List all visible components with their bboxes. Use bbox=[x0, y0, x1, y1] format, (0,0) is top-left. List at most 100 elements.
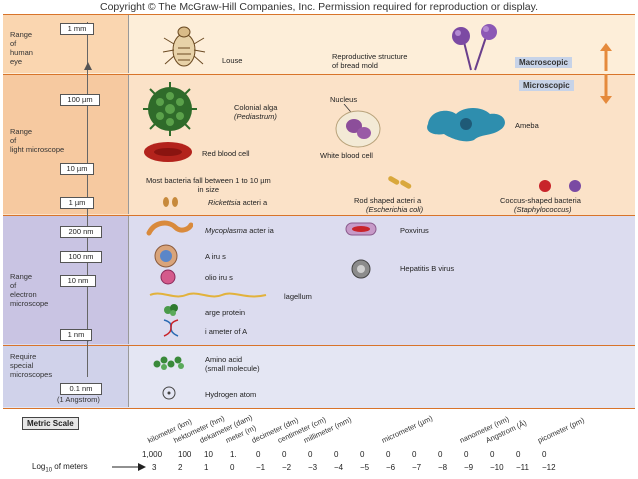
scale-box-200nm: 200 nm bbox=[60, 226, 102, 238]
rickettsia-illustration bbox=[163, 197, 178, 207]
scale-box-10nm: 10 nm bbox=[60, 275, 96, 287]
metric-value: 0 bbox=[464, 450, 469, 459]
white-blood-cell-label: White blood cell bbox=[320, 151, 373, 160]
metric-log-value: −9 bbox=[464, 463, 474, 472]
scale-box-10um: 10 µm bbox=[60, 163, 94, 175]
aids-virus-label: A iru s bbox=[205, 252, 226, 261]
metric-value: 0 bbox=[360, 450, 365, 459]
metric-scale-title: Metric Scale bbox=[22, 417, 79, 430]
metric-log-value: −8 bbox=[438, 463, 448, 472]
polio-virus-label: olio iru s bbox=[205, 273, 233, 282]
log-arrow bbox=[112, 463, 146, 471]
hydrogen-atom-label: Hydrogen atom bbox=[205, 390, 257, 399]
left-col-special bbox=[3, 346, 129, 407]
poxvirus-label: Poxvirus bbox=[400, 226, 429, 235]
copyright-notice: Copyright © The McGraw-Hill Companies, I… bbox=[99, 1, 539, 13]
range-label-eye: Range of human eye bbox=[10, 30, 33, 66]
scale-box-100nm: 100 nm bbox=[60, 251, 102, 263]
metric-log-value: −4 bbox=[334, 463, 344, 472]
metric-value: 10 bbox=[204, 450, 213, 459]
log-label: Log bbox=[32, 462, 46, 471]
white-blood-cell-illustration bbox=[335, 110, 381, 148]
metric-log-value: −10 bbox=[490, 463, 504, 472]
polio-virus-illustration bbox=[160, 269, 176, 285]
scale-box-0-1nm: 0.1 nm bbox=[60, 383, 102, 395]
bread-mold-label: Reproductive structure of bread mold bbox=[332, 52, 408, 70]
metric-value: 0 bbox=[308, 450, 313, 459]
ameba-illustration bbox=[427, 108, 505, 142]
red-blood-cell-illustration bbox=[144, 142, 192, 162]
rickettsia-label-genus: Rickettsia bbox=[208, 198, 241, 207]
aids-virus-illustration bbox=[154, 244, 178, 268]
louse-illustration bbox=[162, 26, 206, 67]
range-label-light: Range of light microscope bbox=[10, 127, 65, 154]
mycoplasma-illustration bbox=[146, 220, 193, 236]
coccus-bacteria-label: Coccus-shaped bacteria bbox=[500, 196, 581, 205]
metric-value: 0 bbox=[490, 450, 495, 459]
flagellum-label: lagellum bbox=[284, 292, 312, 301]
scale-box-100um: 100 µm bbox=[60, 94, 100, 106]
amino-acid-label: Amino acid (small molecule) bbox=[205, 355, 260, 373]
hepatitis-b-illustration bbox=[351, 259, 371, 279]
metric-log-value: 1 bbox=[204, 463, 209, 472]
mycoplasma-label-genus: Mycoplasma bbox=[205, 226, 248, 235]
scale-box-1um: 1 µm bbox=[60, 197, 94, 209]
metric-value: 0 bbox=[256, 450, 261, 459]
metric-value: 1,000 bbox=[142, 450, 163, 459]
log-subscript: 10 bbox=[45, 467, 53, 474]
red-blood-cell-label: Red blood cell bbox=[202, 149, 250, 158]
alga-label: Colonial alga bbox=[234, 103, 278, 112]
metric-log-value: −2 bbox=[282, 463, 292, 472]
rickettsia-label: Rickettsia acteri a bbox=[208, 198, 267, 207]
metric-value: 1. bbox=[230, 450, 237, 459]
metric-value: 0 bbox=[412, 450, 417, 459]
metric-value: 0 bbox=[386, 450, 391, 459]
coccus-bacteria-illustration bbox=[539, 180, 581, 192]
macroscopic-tag: Macroscopic bbox=[515, 57, 572, 68]
dna-illustration bbox=[163, 319, 179, 337]
log-suffix: of meters bbox=[52, 462, 88, 471]
ameba-label: Ameba bbox=[515, 121, 539, 130]
coccus-bacteria-name: (Staphylococcus) bbox=[514, 205, 572, 214]
microscopic-arrow bbox=[600, 74, 612, 104]
bread-mold-illustration bbox=[452, 24, 497, 71]
louse-label: Louse bbox=[222, 56, 243, 65]
dna-diameter-label: i ameter of A bbox=[205, 327, 248, 336]
macroscopic-arrow bbox=[600, 43, 612, 71]
metric-log-value: −3 bbox=[308, 463, 318, 472]
metric-unit-label: micrometer (µm) bbox=[380, 413, 434, 445]
metric-log-value: −6 bbox=[386, 463, 396, 472]
metric-log-value: 3 bbox=[152, 463, 157, 472]
nucleus-label: Nucleus bbox=[330, 95, 358, 104]
metric-log-value: −7 bbox=[412, 463, 422, 472]
metric-log-value: 0 bbox=[230, 463, 235, 472]
metric-log-value: 2 bbox=[178, 463, 183, 472]
mycoplasma-label-rest: acter ia bbox=[247, 226, 274, 235]
metric-log-value: −11 bbox=[516, 463, 529, 472]
metric-value: 0 bbox=[542, 450, 547, 459]
colonial-alga-illustration bbox=[143, 82, 197, 136]
hydrogen-atom-illustration bbox=[162, 386, 176, 400]
metric-log-value: −1 bbox=[256, 463, 266, 472]
metric-log-value: −12 bbox=[542, 463, 556, 472]
large-protein-illustration bbox=[164, 304, 178, 316]
rod-bacteria-name: (Escherichia coli) bbox=[366, 205, 424, 214]
amino-acid-illustration bbox=[153, 356, 184, 370]
scale-box-1mm: 1 mm bbox=[60, 23, 94, 35]
scale-box-1nm: 1 nm bbox=[60, 329, 92, 341]
mycoplasma-label: Mycoplasma acter ia bbox=[205, 226, 274, 235]
alga-name: (Pediastrum) bbox=[234, 112, 277, 121]
rod-bacteria-illustration bbox=[388, 176, 412, 189]
log-meters-label: Log10 of meters bbox=[32, 462, 88, 474]
range-label-special: Require special microscopes bbox=[10, 352, 53, 379]
large-protein-label: arge protein bbox=[205, 308, 246, 317]
metric-value: 0 bbox=[516, 450, 521, 459]
rod-bacteria-label: Rod shaped acteri a bbox=[354, 196, 422, 205]
metric-unit-label: picometer (pm) bbox=[536, 415, 586, 445]
bacteria-size-note: Most bacteria fall between 1 to 10 µm in… bbox=[146, 176, 271, 194]
microscopic-tag: Microscopic bbox=[519, 80, 574, 91]
metric-value: 0 bbox=[334, 450, 339, 459]
metric-value: 0 bbox=[282, 450, 287, 459]
rickettsia-label-rest: acteri a bbox=[240, 198, 268, 207]
metric-value: 100 bbox=[178, 450, 192, 459]
